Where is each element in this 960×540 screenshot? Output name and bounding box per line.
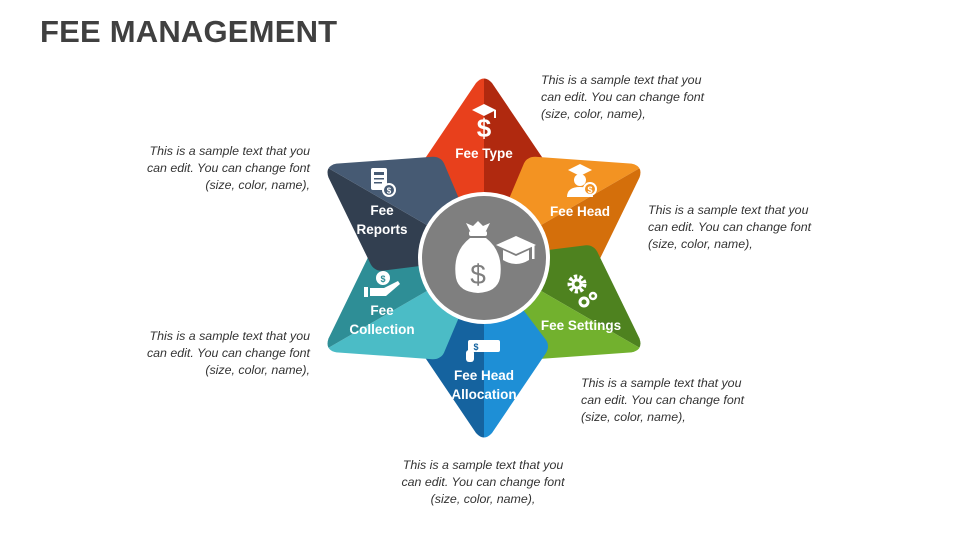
money-bag-graduation-cap-icon: $: [455, 221, 536, 293]
svg-text:$: $: [587, 185, 592, 195]
hand-cheque-icon: $: [466, 340, 500, 362]
svg-text:$: $: [470, 259, 486, 290]
segment-label-fee-reports-1: Fee: [370, 203, 394, 218]
svg-text:$: $: [477, 113, 492, 143]
svg-text:$: $: [387, 187, 392, 196]
report-dollar-icon: $: [371, 168, 396, 197]
student-dollar-icon: $: [567, 164, 597, 197]
segment-label-fee-head-allocation-2: Allocation: [451, 387, 516, 402]
segment-label-fee-head-allocation-1: Fee Head: [454, 368, 514, 383]
segment-label-fee-collection-1: Fee: [370, 303, 394, 318]
svg-text:$: $: [473, 342, 478, 352]
note-fee-head-allocation: This is a sample text that you can edit.…: [401, 458, 565, 506]
segment-label-fee-reports-2: Reports: [356, 222, 407, 237]
gears-icon: [567, 274, 598, 308]
note-fee-collection: This is a sample text that you can edit.…: [146, 329, 310, 377]
segment-label-fee-head: Fee Head: [550, 204, 610, 219]
note-fee-head: This is a sample text that you can edit.…: [648, 203, 812, 251]
page-title: FEE MANAGEMENT: [40, 14, 338, 49]
segment-label-fee-settings: Fee Settings: [541, 318, 621, 333]
note-fee-settings: This is a sample text that you can edit.…: [581, 376, 745, 424]
svg-text:$: $: [380, 274, 385, 284]
note-fee-type: This is a sample text that you can edit.…: [541, 73, 705, 121]
hand-coin-icon: $: [364, 271, 400, 297]
segment-label-fee-type: Fee Type: [455, 146, 513, 161]
note-fee-reports: This is a sample text that you can edit.…: [146, 144, 310, 192]
dollar-graduation-cap-icon: $: [472, 104, 496, 143]
segment-label-fee-collection-2: Collection: [349, 322, 414, 337]
